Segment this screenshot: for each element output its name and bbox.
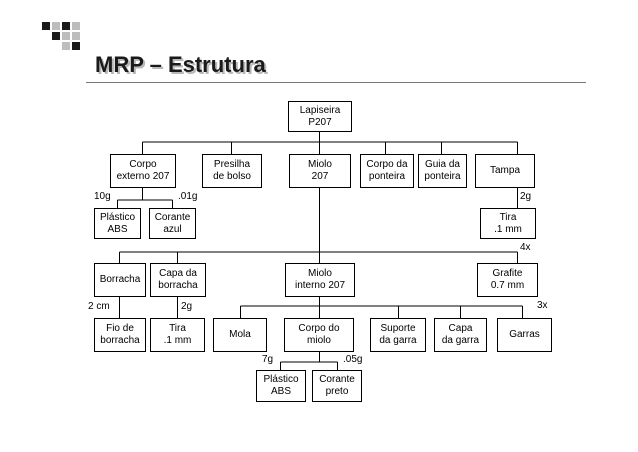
node-corante-preto: Corante preto — [312, 370, 362, 402]
node-plastico-abs-miolo: Plástico ABS — [256, 370, 306, 402]
node-capa-da-borracha: Capa da borracha — [150, 263, 206, 297]
node-miolo-207: Miolo 207 — [289, 154, 351, 188]
node-plastico-abs: Plástico ABS — [94, 208, 141, 239]
node-corante-azul: Corante azul — [149, 208, 196, 239]
node-corpo-da-ponteira: Corpo da ponteira — [360, 154, 414, 188]
qty-2g-tampa: 2g — [520, 191, 532, 202]
node-tampa: Tampa — [475, 154, 535, 188]
node-presilha-de-bolso: Presilha de bolso — [202, 154, 262, 188]
qty-10g: 10g — [94, 191, 111, 202]
qty-2g-capa: 2g — [181, 301, 193, 312]
qty-4x: 4x — [520, 242, 531, 253]
node-mola: Mola — [213, 318, 267, 352]
node-guia-da-ponteira: Guia da ponteira — [418, 154, 467, 188]
qty-2cm: 2 cm — [88, 301, 110, 312]
node-garras: Garras — [497, 318, 552, 352]
node-miolo-interno-207: Miolo interno 207 — [285, 263, 355, 297]
qty-3x: 3x — [537, 300, 548, 311]
title-divider — [86, 82, 586, 83]
node-grafite: Grafite 0.7 mm — [477, 263, 538, 297]
node-suporte-da-garra: Suporte da garra — [370, 318, 426, 352]
node-tira-capa: Tira .1 mm — [150, 318, 205, 352]
node-tira-tampa: Tira .1 mm — [480, 208, 536, 239]
page-title: MRP – Estrutura — [95, 52, 266, 77]
node-corpo-do-miolo: Corpo do miolo — [284, 318, 354, 352]
qty-7g: 7g — [262, 354, 274, 365]
node-borracha: Borracha — [94, 263, 146, 297]
node-lapiseira-p207: Lapiseira P207 — [288, 101, 352, 132]
qty-05g: .05g — [343, 354, 363, 365]
qty-01g: .01g — [178, 191, 198, 202]
node-capa-da-garra: Capa da garra — [434, 318, 487, 352]
node-fio-de-borracha: Fio de borracha — [94, 318, 146, 352]
node-corpo-externo-207: Corpo externo 207 — [110, 154, 176, 188]
